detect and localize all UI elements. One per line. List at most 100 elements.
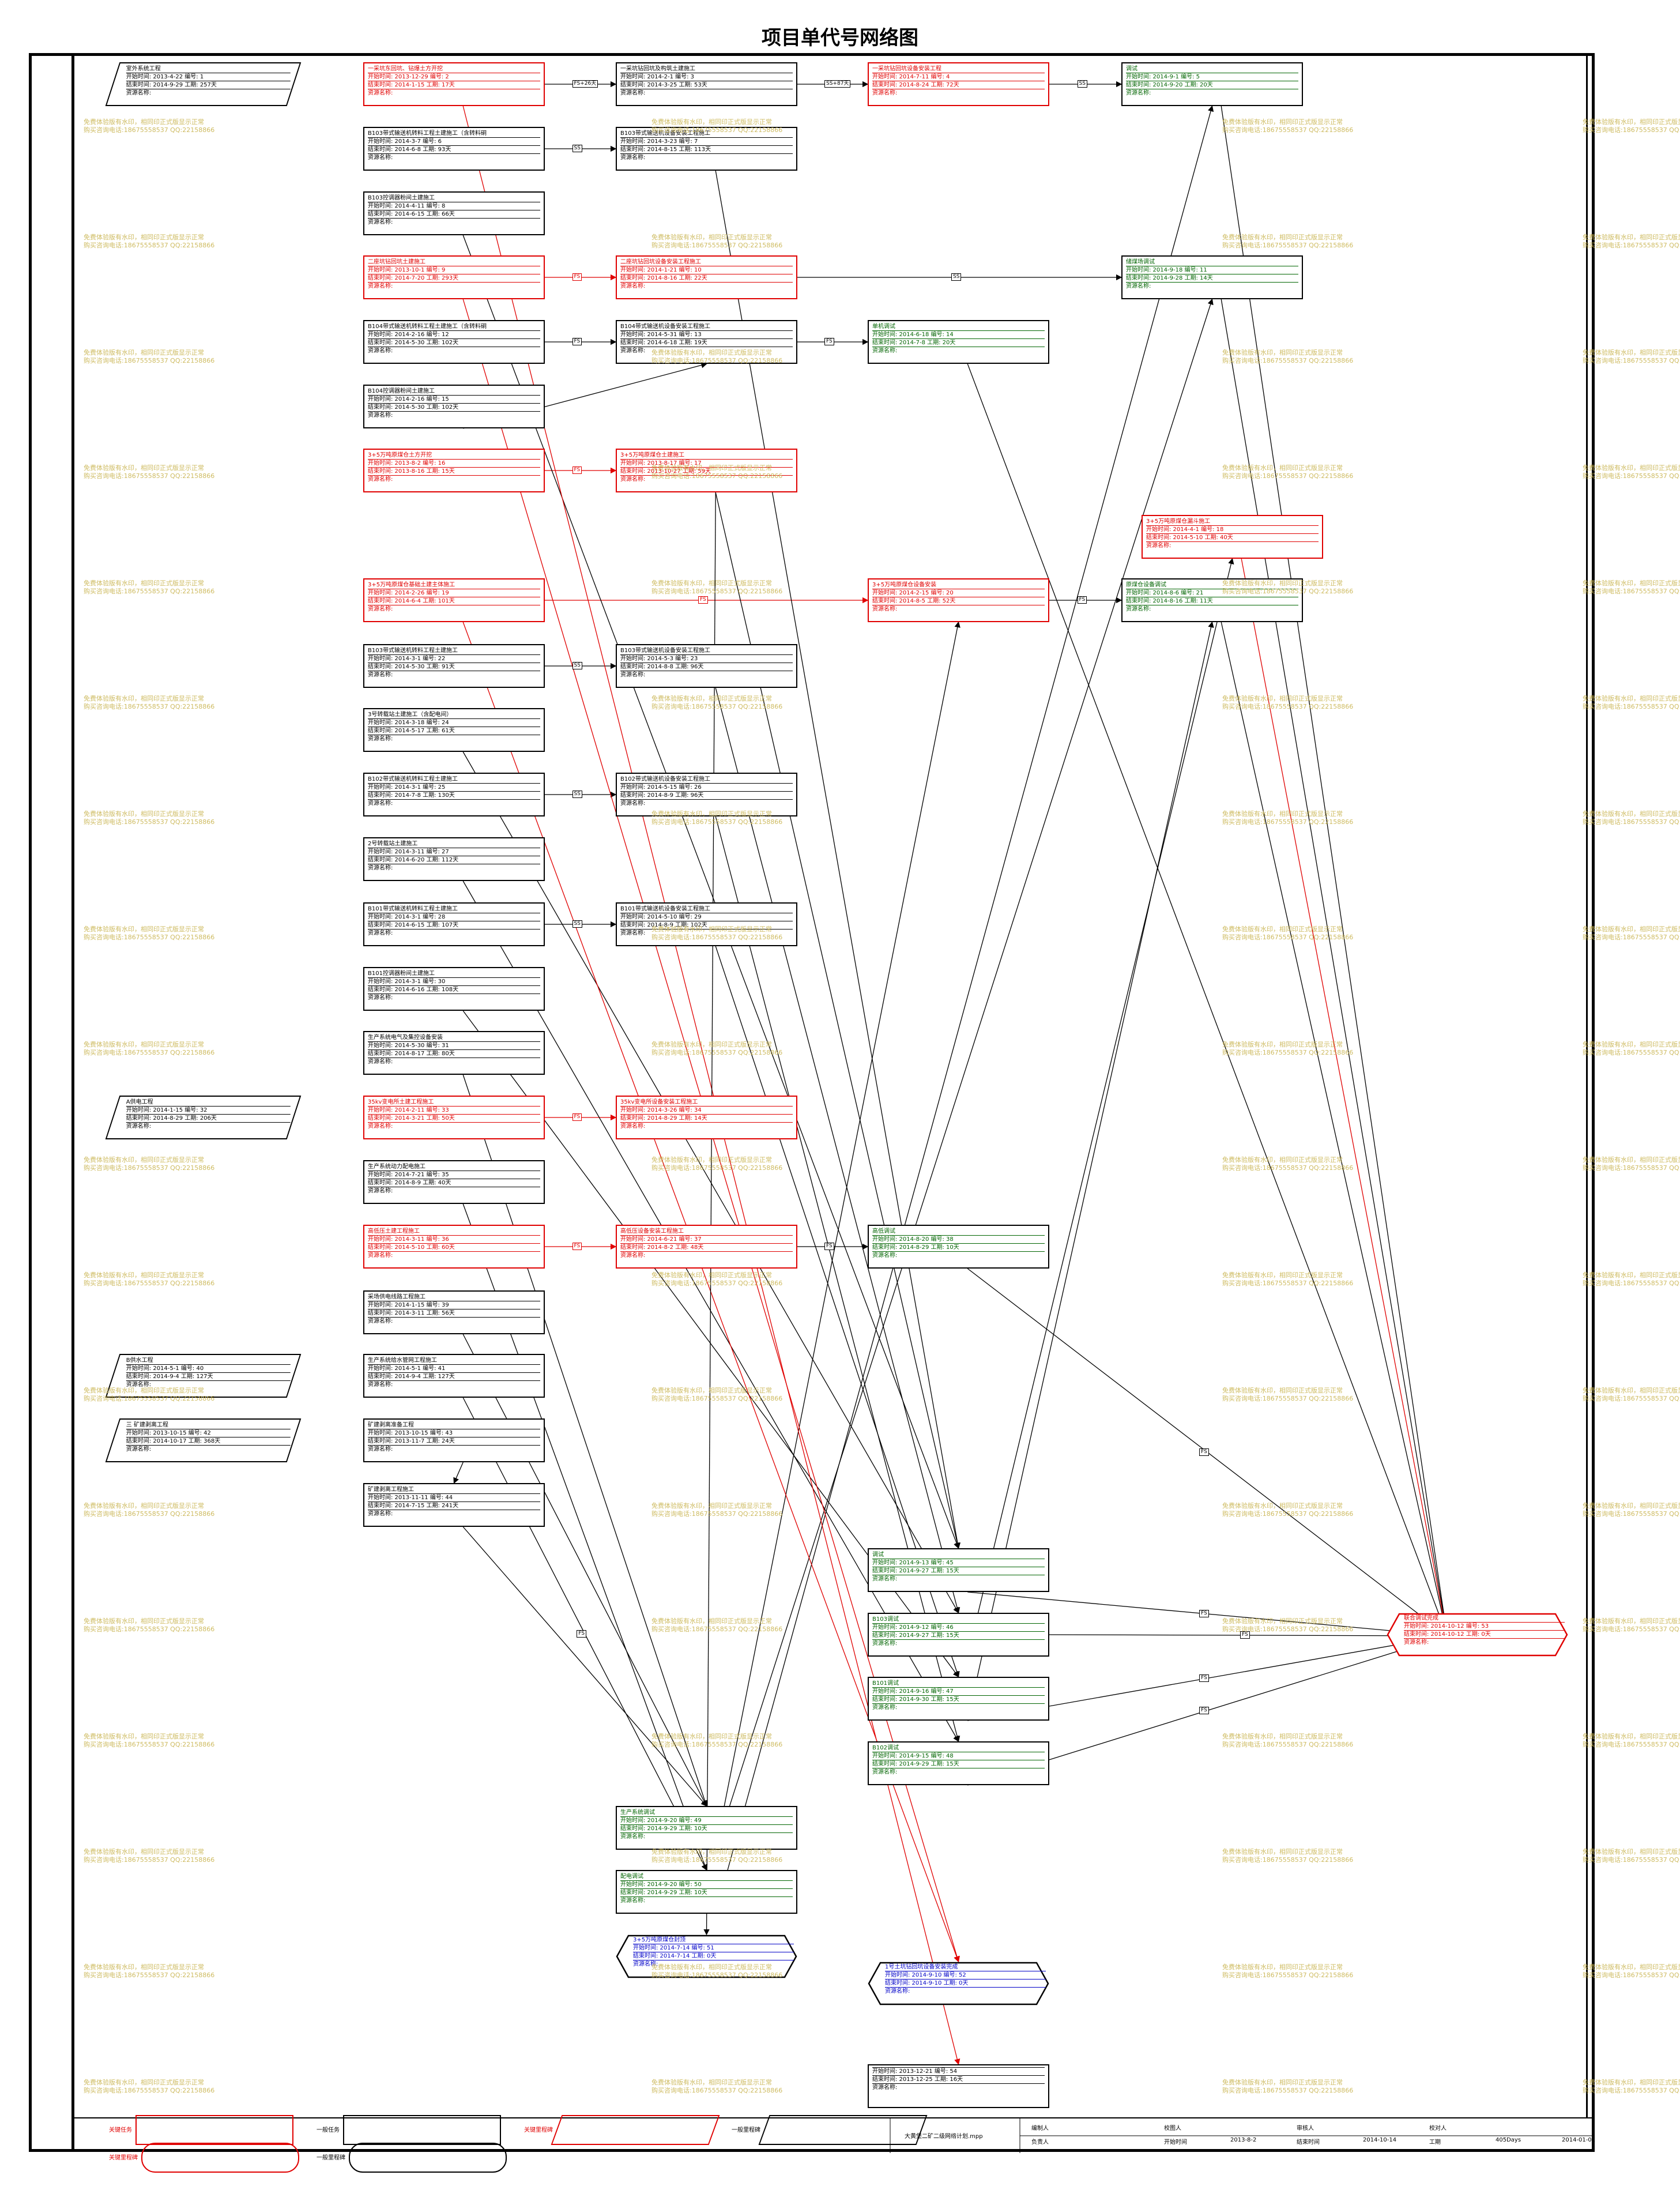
task-field: 结束时间: 2014-9-28 工期: 14天	[1126, 274, 1298, 283]
watermark-line: 免费体验版有水印，相同印正式版显示正常	[1583, 810, 1680, 818]
task-field: 结束时间: 2014-8-17 工期: 80天	[368, 1050, 540, 1058]
watermark-line: 免费体验版有水印，相同印正式版显示正常	[84, 1733, 204, 1740]
watermark: 免费体验版有水印，相同印正式版显示正常购买咨询电话:18675558537 QQ…	[1222, 579, 1353, 596]
footer-cell: 开始时间	[1164, 2139, 1187, 2146]
task-field: 结束时间: 2014-8-15 工期: 113天	[620, 146, 793, 154]
watermark-line: 免费体验版有水印，相同印正式版显示正常	[651, 579, 772, 587]
left-border	[71, 53, 74, 2152]
watermark-line: 购买咨询电话:18675558537 QQ:22158866	[84, 1856, 215, 1864]
task-field: 开始时间: 2014-7-11 编号: 4	[872, 73, 1045, 81]
watermark-line: 免费体验版有水印，相同印正式版显示正常	[1583, 1733, 1680, 1740]
watermark-line: 免费体验版有水印，相同印正式版显示正常	[1222, 810, 1343, 818]
task-node-12[interactable]: B104带式输送机转料工程土建施工（含转料硐开始时间: 2014-2-16 编号…	[363, 320, 545, 364]
legend-item: 关键任务	[109, 2115, 293, 2145]
watermark: 免费体验版有水印，相同印正式版显示正常购买咨询电话:18675558537 QQ…	[651, 579, 782, 596]
task-field: 3+5万吨原煤仓封顶	[633, 1936, 794, 1944]
task-field: 资源名称:	[368, 1059, 393, 1065]
watermark-line: 免费体验版有水印，相同印正式版显示正常	[84, 349, 204, 356]
link-type-label: SS	[572, 920, 582, 928]
task-field: 资源名称:	[620, 1123, 646, 1130]
watermark: 免费体验版有水印，相同印正式版显示正常购买咨询电话:18675558537 QQ…	[1222, 1271, 1353, 1288]
legend-label: 一般任务	[317, 2127, 340, 2133]
task-field: 3+5万吨原煤仓基础土建主体施工	[368, 581, 540, 589]
task-field: 结束时间: 2014-3-21 工期: 50天	[368, 1115, 540, 1123]
watermark-line: 购买咨询电话:18675558537 QQ:22158866	[651, 242, 783, 249]
task-field: 开始时间: 2014-4-11 编号: 8	[368, 202, 540, 210]
dependency-link	[1221, 106, 1449, 1637]
task-field: 开始时间: 2013-10-1 编号: 9	[368, 266, 540, 274]
task-field: 结束时间: 2014-5-10 工期: 40天	[1146, 534, 1319, 542]
watermark: 免费体验版有水印，相同印正式版显示正常购买咨询电话:18675558537 QQ…	[651, 1848, 782, 1864]
watermark-line: 购买咨询电话:18675558537 QQ:22158866	[1222, 1856, 1354, 1864]
task-field: 结束时间: 2014-7-14 工期: 0天	[633, 1952, 794, 1960]
task-field: 开始时间: 2014-3-26 编号: 34	[620, 1107, 793, 1115]
footer-cell: 2013-8-2	[1230, 2137, 1257, 2143]
task-field: 开始时间: 2014-2-16 编号: 12	[368, 331, 540, 339]
task-field: 生产系统给水管网工程施工	[368, 1357, 540, 1365]
task-node-6[interactable]: B103带式输送机转料工程土建施工（含转料硐开始时间: 2014-3-7 编号:…	[363, 127, 545, 171]
watermark-line: 购买咨询电话:18675558537 QQ:22158866	[84, 934, 215, 941]
task-field: 资源名称:	[126, 1123, 152, 1130]
watermark-line: 免费体验版有水印，相同印正式版显示正常	[84, 1271, 204, 1279]
task-field: 资源名称:	[872, 606, 898, 612]
watermark-line: 购买咨询电话:18675558537 QQ:22158866	[1583, 472, 1680, 480]
task-field: B102带式输送机转料工程土建施工	[368, 776, 540, 784]
watermark: 免费体验版有水印，相同印正式版显示正常购买咨询电话:18675558537 QQ…	[1222, 464, 1353, 480]
watermark-line: 购买咨询电话:18675558537 QQ:22158866	[84, 1971, 215, 1979]
task-field: 开始时间: 2014-9-16 编号: 47	[872, 1688, 1045, 1696]
